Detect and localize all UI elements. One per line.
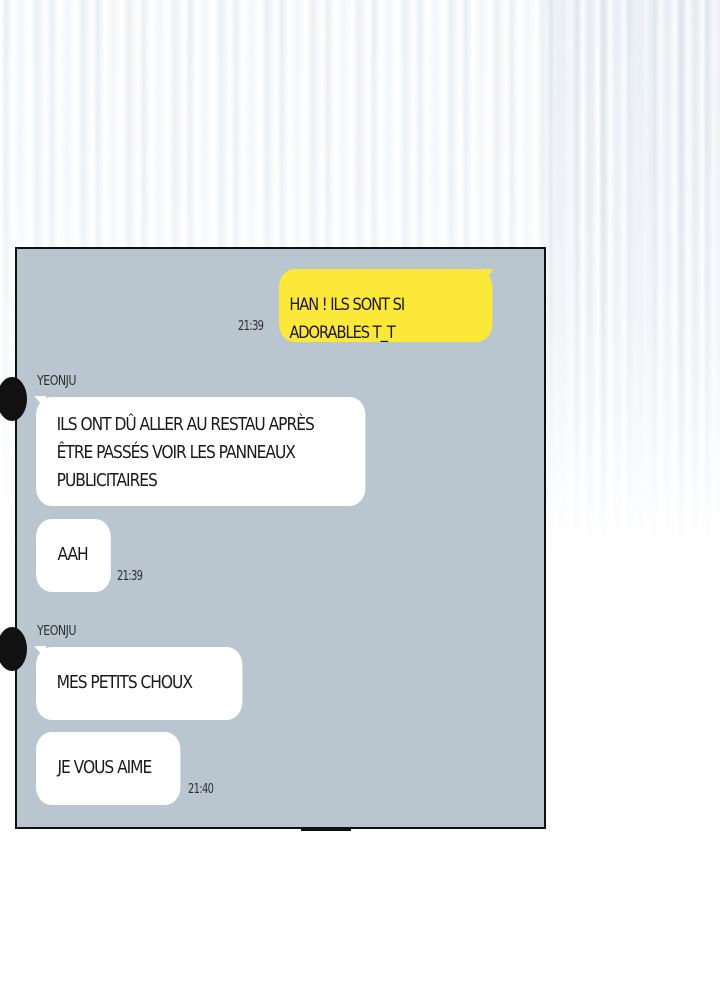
message-text: MES PETITS CHOUX (56, 672, 193, 693)
message-text-line: ÊTRE PASSÉS VOIR LES PANNEAUX (56, 442, 296, 463)
avatar-icon[interactable] (0, 627, 27, 671)
striped-background-right (546, 0, 720, 560)
message-text: HAN ! ILS SONT SI ADORABLES T_T (289, 295, 405, 343)
message-text-line: PUBLICITAIRES (56, 470, 158, 491)
message-timestamp: 21:39 (117, 569, 143, 584)
chat-panel: 21:39 HAN ! ILS SONT SI ADORABLES T_T YE… (0, 247, 546, 831)
message-text: JE VOUS AIME (57, 757, 153, 778)
incoming-message-bubble[interactable]: MES PETITS CHOUX (36, 647, 243, 720)
message-text: AAH (57, 544, 89, 565)
sender-name: YEONJU (37, 374, 77, 389)
incoming-message-bubble[interactable]: ILS ONT DÛ ALLER AU RESTAU APRÈS ÊTRE PA… (36, 397, 366, 506)
message-timestamp: 21:39 (238, 319, 264, 334)
message-timestamp: 21:40 (188, 782, 214, 797)
incoming-message-bubble[interactable]: AAH (36, 519, 111, 592)
incoming-message-bubble[interactable]: JE VOUS AIME (36, 732, 181, 805)
panel-bottom-tab (301, 829, 351, 831)
sender-name: YEONJU (37, 624, 77, 639)
avatar-icon[interactable] (0, 377, 27, 421)
outgoing-message-bubble[interactable]: HAN ! ILS SONT SI ADORABLES T_T (279, 269, 493, 343)
message-text-line: ILS ONT DÛ ALLER AU RESTAU APRÈS (56, 414, 315, 435)
